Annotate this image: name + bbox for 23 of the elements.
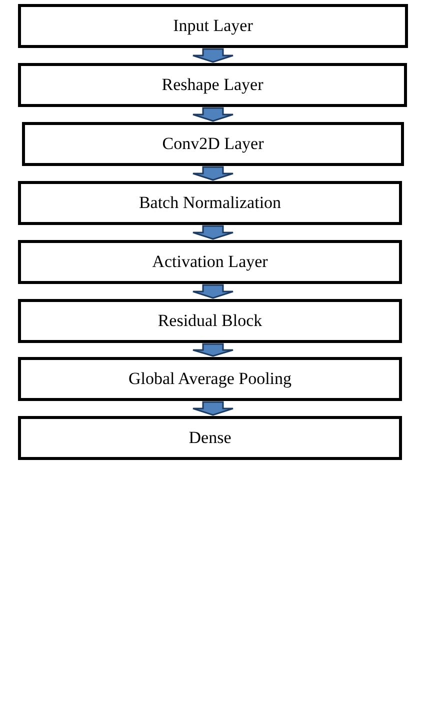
layer-label: Activation Layer: [152, 251, 268, 273]
layer-label: Global Average Pooling: [128, 368, 292, 390]
layer-label: Dense: [188, 427, 232, 449]
layer-box: [18, 357, 402, 401]
layer-box: [18, 299, 402, 343]
layer-label: Input Layer: [173, 15, 253, 37]
block-arrow: [192, 401, 234, 416]
layer-label: Residual Block: [158, 310, 262, 332]
block-arrow: [192, 225, 234, 240]
block-arrow: [192, 166, 234, 181]
layer-label: Reshape Layer: [162, 74, 264, 96]
layer-label: Conv2D Layer: [162, 133, 264, 155]
block-arrow: [192, 343, 234, 357]
block-arrow: [192, 48, 234, 63]
block-arrow: [192, 107, 234, 122]
layer-box: [18, 4, 408, 48]
layer-box: [18, 240, 402, 284]
block-arrow: [192, 284, 234, 299]
layer-box: [18, 181, 402, 225]
layer-box: [18, 416, 402, 460]
layer-label: Batch Normalization: [138, 192, 282, 214]
layer-box: [18, 63, 407, 107]
layer-box: [22, 122, 404, 166]
